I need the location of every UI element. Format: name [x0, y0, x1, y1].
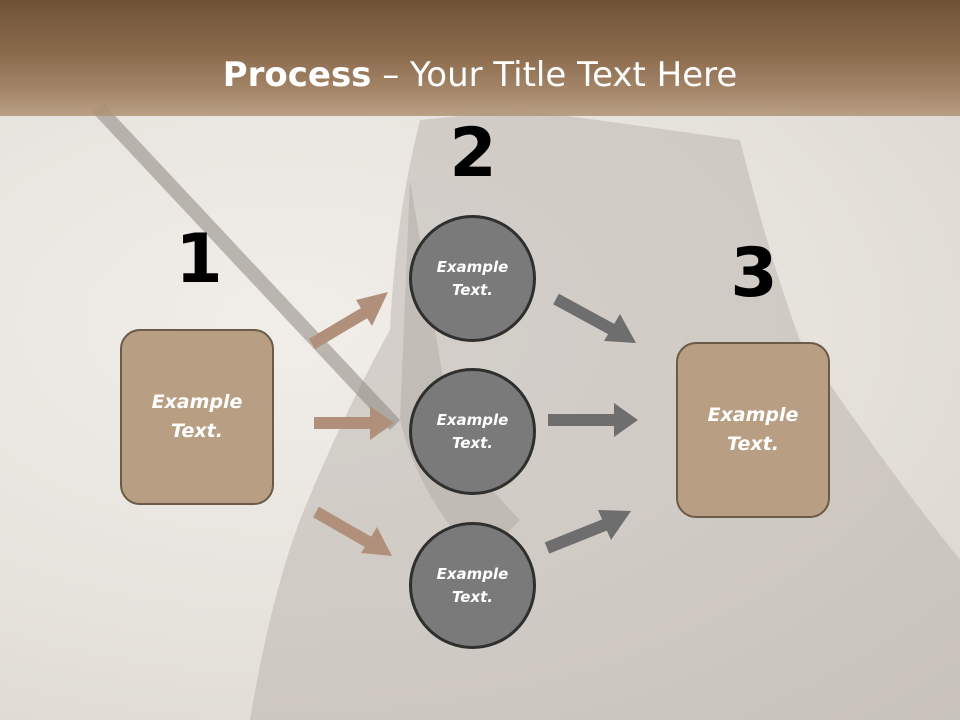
- step-2-label-top: Example Text.: [436, 257, 509, 299]
- step-1-box: Example Text.: [120, 329, 274, 505]
- arrow-1-to-top: [308, 292, 388, 350]
- title-bold: Process: [222, 55, 372, 95]
- title-rest: – Your Title Text Here: [371, 55, 738, 95]
- step-2-circle-middle: Example Text.: [409, 368, 536, 495]
- step-2-label-bottom: Example Text.: [436, 564, 509, 606]
- step-2-label-middle: Example Text.: [436, 410, 509, 452]
- step-number-1: 1: [175, 220, 223, 299]
- title-band: [0, 0, 960, 116]
- step-3-label: Example Text.: [707, 404, 799, 455]
- step-2-circle-top: Example Text.: [409, 215, 536, 342]
- step-number-2: 2: [449, 114, 497, 193]
- step-1-label: Example Text.: [151, 391, 243, 442]
- slide-title: Process – Your Title Text Here: [0, 52, 960, 98]
- arrow-1-to-bottom: [313, 506, 392, 556]
- step-3-box: Example Text.: [676, 342, 830, 518]
- arrow-top-to-3: [553, 293, 636, 343]
- step-2-circle-bottom: Example Text.: [409, 522, 536, 649]
- arrow-middle-to-3: [548, 403, 638, 437]
- step-number-3: 3: [730, 234, 778, 313]
- arrow-1-to-middle: [314, 406, 394, 440]
- arrow-bottom-to-3: [544, 510, 631, 554]
